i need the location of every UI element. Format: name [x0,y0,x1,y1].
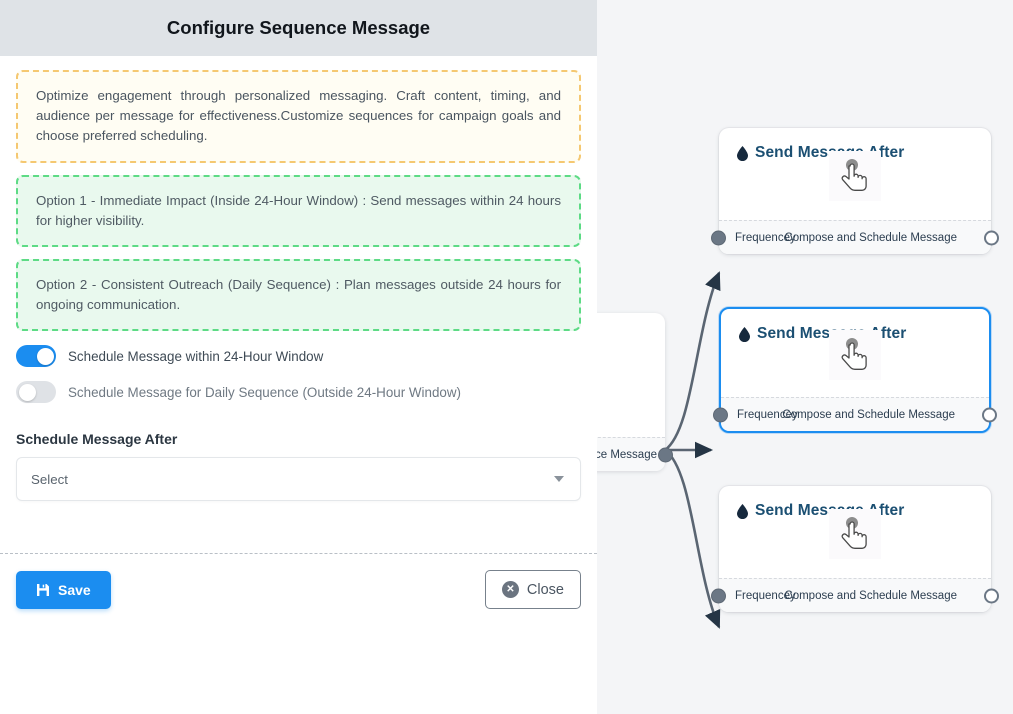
source-output-handle[interactable] [658,447,673,462]
info-note-option-1: Option 1 - Immediate Impact (Inside 24-H… [16,174,581,248]
info-note-option-2: Option 2 - Consistent Outreach (Daily Se… [16,259,581,332]
flow-node-1[interactable]: Send Message After Frequencey Compose an… [711,128,999,254]
toggle-row-within-24h: Schedule Message within 24-Hour Window [16,345,581,368]
droplet-icon [737,503,748,519]
flow-node-1-compose-label: Compose and Schedule Message [784,231,957,244]
flow-node-3-input-handle[interactable] [711,588,726,603]
info-note-overview: Optimize engagement through personalized… [16,70,581,163]
modal-footer: Save ✕ Close [0,553,597,625]
flow-node-3-footer: Frequencey Compose and Schedule Message [711,578,999,612]
flow-node-3[interactable]: Send Message After Frequencey Compose an… [711,486,999,612]
close-button[interactable]: ✕ Close [484,570,581,609]
flow-node-1-footer: Frequencey Compose and Schedule Message [711,220,999,254]
flow-node-1-input-handle[interactable] [711,230,726,245]
flow-node-2-frequency-label: Frequencey [737,408,798,421]
modal-body: Optimize engagement through personalized… [0,56,597,502]
pointing-hand-icon [829,150,881,201]
flow-canvas[interactable]: ce Message Send Message After [597,0,1013,714]
pointing-hand-icon [829,508,881,559]
droplet-icon [739,326,750,342]
source-node-footer: ce Message [597,437,673,471]
flow-node-1-frequency-label: Frequencey [735,231,796,244]
circle-x-icon: ✕ [501,581,519,598]
flow-node-2-footer: Frequencey Compose and Schedule Message [713,397,997,431]
edge-to-node-3 [664,448,721,629]
flow-node-3-compose-label: Compose and Schedule Message [784,589,957,602]
toggle-row-daily-sequence: Schedule Message for Daily Sequence (Out… [16,381,581,404]
schedule-message-after-label: Schedule Message After [16,431,178,448]
toggle-schedule-within-24h[interactable] [16,345,56,368]
toggle-schedule-daily-sequence[interactable] [16,381,56,404]
source-flow-node[interactable]: ce Message [597,313,673,471]
flow-node-2-compose-label: Compose and Schedule Message [782,408,955,421]
flow-node-1-body: Send Message After [719,128,991,220]
source-node-body [597,313,665,437]
pointing-hand-icon [829,329,881,380]
droplet-icon [737,145,748,161]
source-node-footer-label: ce Message [597,448,657,461]
page-title: Configure Sequence Message [166,17,431,38]
schedule-message-after-value: Select [31,471,68,487]
flow-node-2-output-handle[interactable] [982,407,997,422]
chevron-down-icon [554,476,564,483]
flow-node-2-body: Send Message After [721,309,989,397]
toggle-knob [36,347,54,365]
close-button-label: Close [526,581,564,598]
flow-node-1-output-handle[interactable] [984,230,999,245]
flow-node-3-frequency-label: Frequencey [735,589,796,602]
save-button-label: Save [58,581,91,598]
toggle-schedule-within-24h-label: Schedule Message within 24-Hour Window [68,348,324,364]
edge-to-node-1 [664,271,721,452]
floppy-disk-icon [37,583,49,596]
schedule-message-after-select[interactable]: Select [16,457,581,502]
modal-header: Configure Sequence Message [0,0,597,56]
flow-node-3-output-handle[interactable] [984,588,999,603]
save-button[interactable]: Save [16,570,111,609]
flow-node-2[interactable]: Send Message After Frequencey Compose an… [713,307,997,433]
toggle-knob [18,383,36,401]
flow-node-3-body: Send Message After [719,486,991,578]
flow-node-2-input-handle[interactable] [713,407,728,422]
configure-sequence-modal: Configure Sequence Message Optimize enga… [0,0,597,625]
toggle-schedule-daily-sequence-label: Schedule Message for Daily Sequence (Out… [68,384,461,400]
flow-edges [664,271,721,629]
